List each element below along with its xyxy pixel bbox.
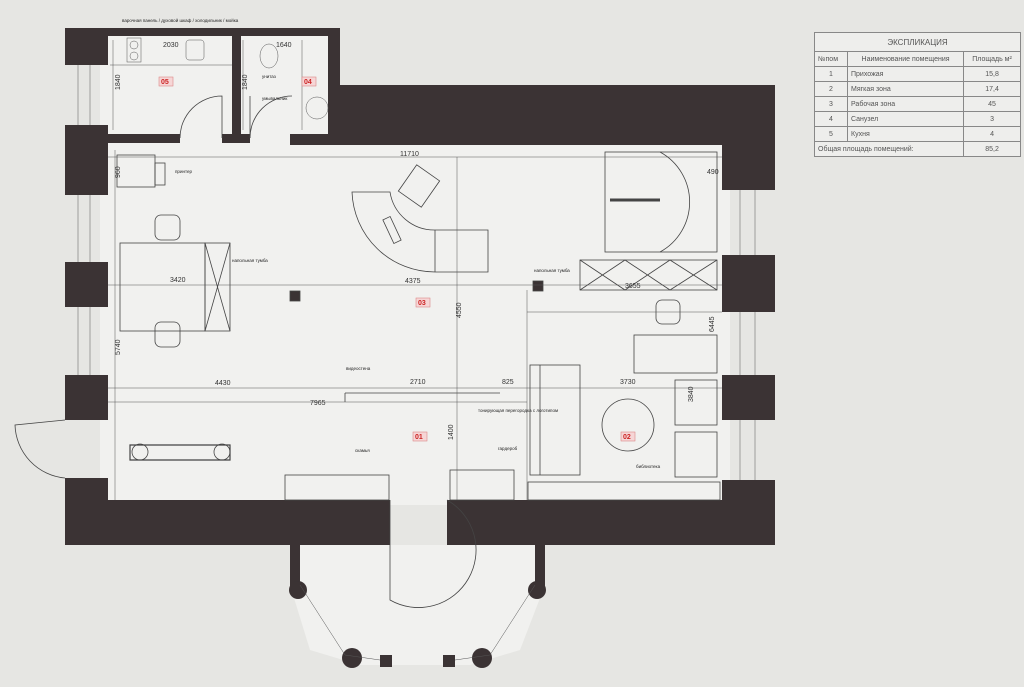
dim-960: 960	[115, 166, 122, 178]
row-name: Рабочая зона	[846, 96, 965, 112]
label-sink: умывальник	[262, 96, 287, 101]
table-title: ЭКСПЛИКАЦИЯ	[814, 32, 1021, 52]
row-num: 5	[814, 126, 848, 142]
dim-3730: 3730	[620, 379, 636, 386]
row-area: 3	[963, 111, 1021, 127]
row-area: 15,8	[963, 66, 1021, 82]
label-floor-cabinet: напольная тумба	[534, 268, 570, 273]
dim-825: 825	[502, 379, 514, 386]
total-value: 85,2	[963, 141, 1021, 157]
svg-text:04: 04	[304, 79, 312, 86]
row-num: 3	[814, 96, 848, 112]
library-shelf	[527, 481, 721, 501]
row-num: 4	[814, 111, 848, 127]
label-toilet: унитаз	[262, 74, 276, 79]
dim-3840: 3840	[688, 386, 695, 402]
doors	[14, 95, 477, 608]
label-wardrobe: гардероб	[498, 446, 518, 451]
dimension-labels: 11710 3420 4375 4550 3655 6445 5740 4430…	[115, 42, 719, 440]
room-tag-05: 05	[158, 76, 174, 87]
dim-4375: 4375	[405, 278, 421, 285]
armchair	[674, 379, 718, 426]
armchair-icon	[397, 164, 441, 208]
row-area: 45	[963, 96, 1021, 112]
svg-text:01: 01	[415, 434, 423, 441]
row-name: Санузел	[846, 111, 965, 127]
dim-3420: 3420	[170, 277, 186, 284]
dim-1640: 1640	[276, 42, 292, 49]
row-name: Прихожая	[846, 66, 965, 82]
row-name: Мягкая зона	[846, 81, 965, 97]
desk-right	[633, 334, 718, 374]
dim-11710: 11710	[400, 151, 419, 158]
explication-table: ЭКСПЛИКАЦИЯ №пом Наименование помещения …	[813, 32, 1021, 157]
label-kitchen: варочная панель / духовой шкаф / холодил…	[122, 17, 239, 23]
dim-2030: 2030	[163, 42, 179, 49]
dim-490: 490	[707, 169, 719, 176]
label-bench: скамья	[355, 448, 370, 453]
staircase	[604, 151, 718, 253]
sofa	[529, 364, 581, 476]
svg-text:05: 05	[161, 79, 169, 86]
dim-1840: 1840	[242, 74, 249, 90]
header-area: Площадь м²	[963, 51, 1021, 67]
dim-1840: 1840	[115, 74, 122, 90]
room-tag-03: 03	[415, 297, 431, 308]
walls	[65, 28, 775, 668]
total-row: Общая площадь помещений: 85,2	[813, 141, 1021, 157]
floor-cabinet-right	[579, 259, 718, 291]
dim-2710: 2710	[410, 379, 426, 386]
motorcycle-icon	[129, 444, 231, 461]
windows	[77, 65, 756, 661]
label-videowall: видеостена	[346, 366, 371, 371]
header-name: Наименование помещения	[846, 51, 965, 67]
toilet-icon	[259, 43, 279, 69]
column	[289, 290, 301, 302]
bay-floor	[290, 545, 545, 665]
room-tag-01: 01	[412, 431, 428, 442]
bench	[284, 474, 390, 501]
total-label: Общая площадь помещений:	[813, 141, 965, 157]
stove-icon	[126, 37, 142, 63]
svg-text:02: 02	[623, 434, 631, 441]
sink-icon	[185, 39, 205, 61]
floor-cabinet-left	[204, 242, 231, 332]
wardrobe	[449, 469, 515, 501]
row-area: 4	[963, 126, 1021, 142]
dim-4430: 4430	[215, 380, 231, 387]
room-tag-02: 02	[620, 431, 636, 442]
dim-6445: 6445	[709, 316, 716, 332]
dim-7965: 7965	[310, 400, 326, 407]
row-area: 17,4	[963, 81, 1021, 97]
furniture	[116, 151, 721, 501]
room-tags: 01 02 03 04 05	[158, 76, 636, 442]
label-printer: принтер	[175, 169, 192, 174]
svg-text:03: 03	[418, 300, 426, 307]
row-num: 2	[814, 81, 848, 97]
dimension-lines	[108, 40, 722, 500]
dim-3655: 3655	[625, 283, 641, 290]
armchair	[674, 431, 718, 478]
header-number: №пом	[814, 51, 848, 67]
chair-icon	[154, 214, 181, 241]
dim-4550: 4550	[456, 302, 463, 318]
label-floor-cabinet: напольная тумба	[232, 258, 268, 263]
row-name: Кухня	[846, 126, 965, 142]
coffee-table	[601, 398, 655, 452]
dim-5740: 5740	[115, 339, 122, 355]
row-num: 1	[814, 66, 848, 82]
label-partition: тонирующая перегородка с логотипом	[478, 408, 558, 413]
washbasin-icon	[305, 96, 329, 120]
chair-icon	[154, 321, 181, 348]
furniture-labels: принтер напольная тумба напольная тумба …	[122, 17, 661, 469]
room-tag-04: 04	[301, 76, 317, 87]
column	[532, 280, 544, 292]
dim-1400: 1400	[448, 424, 455, 440]
label-library: библиотека	[636, 464, 661, 469]
